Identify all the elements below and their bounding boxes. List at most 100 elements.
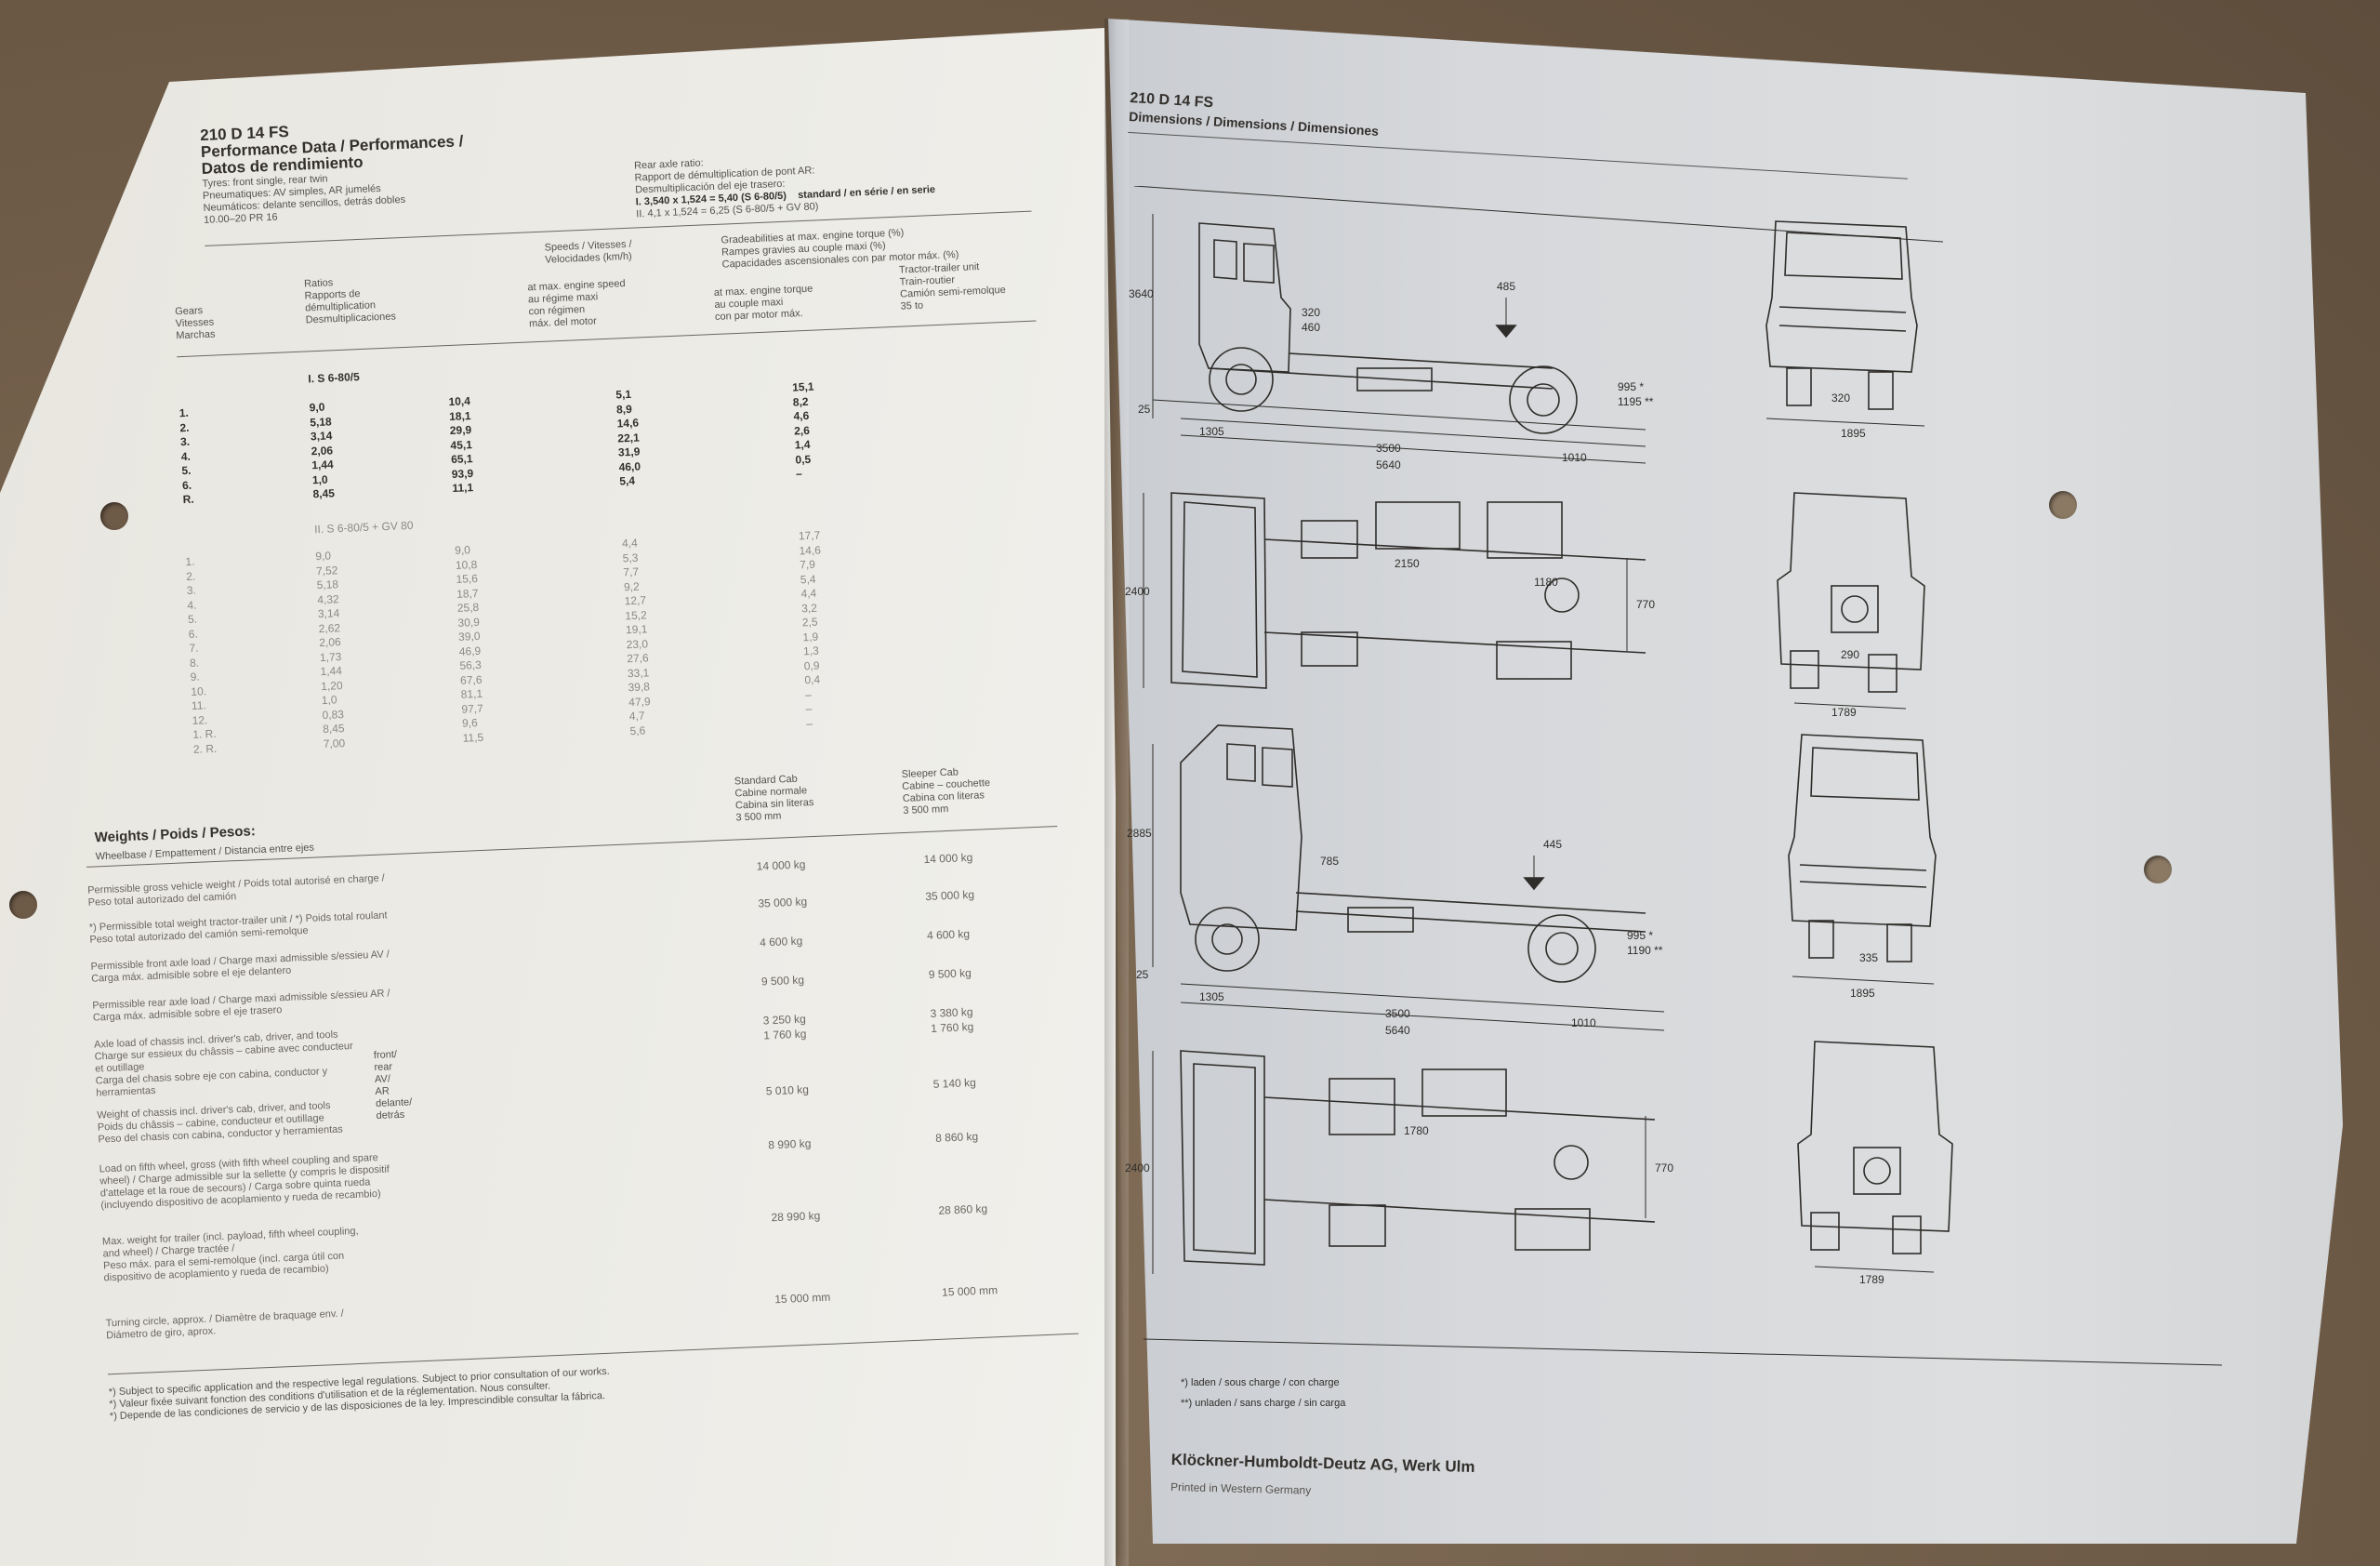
gear-number: 1. — [178, 405, 190, 420]
weight-sleeper-cab: 5 140 kg — [932, 1075, 977, 1091]
svg-text:290: 290 — [1841, 648, 1859, 661]
tractor-gradeability: 7,9 — [799, 557, 816, 572]
col-speeds: Speeds / Vitesses /Velocidades (km/h) — [544, 238, 632, 266]
speed-value: 11,1 — [452, 481, 474, 495]
gradeability-value: 47,9 — [628, 694, 651, 709]
svg-text:1190 **: 1190 ** — [1627, 944, 1663, 957]
svg-text:1195 **: 1195 ** — [1618, 395, 1654, 408]
weight-standard-cab: 9 500 kg — [760, 973, 805, 989]
weight-sleeper-cab: 28 860 kg — [938, 1201, 988, 1217]
svg-text:1895: 1895 — [1841, 427, 1866, 440]
svg-text:3500: 3500 — [1385, 1007, 1410, 1020]
gradeability-value: 8,9 — [615, 402, 633, 417]
svg-text:445: 445 — [1543, 838, 1562, 851]
punch-hole — [2144, 856, 2172, 883]
speed-value: 15,6 — [456, 571, 479, 586]
gear-ratio: 4,32 — [317, 591, 339, 606]
tractor-gradeability: 14,6 — [799, 542, 822, 557]
gear-ratio: 8,45 — [312, 486, 336, 501]
gradeability-value: 5,3 — [622, 551, 639, 564]
speed-value: 67,6 — [459, 672, 483, 687]
weight-sleeper-cab: 9 500 kg — [928, 966, 972, 981]
speed-value: 25,8 — [456, 600, 480, 615]
tractor-gradeability: – — [804, 687, 813, 701]
dimension-drawings: 3640 320 460 485 25 1305 3500 1010 5640 … — [1125, 185, 2315, 1413]
gear-number: 10. — [191, 683, 207, 698]
gear-number: 5. — [181, 463, 192, 478]
left-page — [0, 28, 1116, 1566]
speed-value: 56,3 — [459, 657, 483, 672]
svg-text:2400: 2400 — [1125, 1161, 1150, 1174]
gradeability-value: 9,2 — [623, 579, 641, 593]
svg-text:770: 770 — [1655, 1161, 1673, 1174]
tractor-gradeability: – — [795, 467, 803, 481]
gear-ratio: 2,06 — [318, 635, 341, 650]
weight-sleeper-cab: 15 000 mm — [941, 1283, 998, 1299]
svg-text:5640: 5640 — [1376, 458, 1401, 471]
gradeability-value: 5,1 — [615, 387, 632, 402]
svg-text:995 *: 995 * — [1627, 929, 1653, 942]
tractor-gradeability: 5,4 — [800, 572, 816, 586]
svg-text:1305: 1305 — [1199, 425, 1224, 438]
tractor-gradeability: 2,5 — [801, 615, 818, 630]
gear-ratio: 1,44 — [311, 458, 334, 472]
svg-text:2885: 2885 — [1127, 827, 1152, 840]
gear-number: R. — [182, 492, 194, 507]
gear-ratio: 7,00 — [323, 736, 346, 750]
speed-value: 10,4 — [448, 394, 471, 409]
svg-text:1895: 1895 — [1850, 987, 1875, 1000]
speed-value: 11,5 — [462, 730, 484, 745]
speed-value: 46,9 — [458, 644, 482, 658]
gear-ratio: 9,0 — [309, 400, 325, 415]
speed-value: 18,7 — [456, 586, 479, 601]
weight-sleeper-cab: 14 000 kg — [923, 850, 973, 867]
weight-sleeper-cab: 8 860 kg — [934, 1129, 979, 1145]
tractor-gradeability: 0,9 — [803, 658, 820, 672]
gear-number: 2. R. — [192, 741, 218, 756]
svg-text:460: 460 — [1302, 321, 1320, 334]
front-view-sleeper-cab — [1788, 734, 1937, 985]
speed-value: 18,1 — [448, 408, 471, 423]
svg-text:335: 335 — [1859, 951, 1878, 964]
rear-axle-ratio: Rear axle ratio:Rapport de démultiplicat… — [633, 157, 936, 220]
svg-text:785: 785 — [1320, 855, 1339, 868]
svg-text:320: 320 — [1302, 306, 1320, 319]
right-page — [1108, 19, 2343, 1544]
gear-ratio: 3,14 — [310, 429, 333, 444]
gear-ratio: 2,62 — [318, 620, 341, 635]
weight-sleeper-cab: 4 600 kg — [926, 927, 971, 943]
svg-text:3500: 3500 — [1376, 442, 1401, 455]
weight-standard-cab: 35 000 kg — [758, 895, 808, 910]
tractor-gradeability: 8,2 — [792, 394, 809, 409]
punch-hole — [9, 891, 37, 919]
weight-standard-cab: 5 010 kg — [765, 1082, 810, 1098]
gear-ratio: 9,0 — [315, 549, 332, 564]
gear-ratio: 1,73 — [319, 649, 342, 664]
svg-text:1789: 1789 — [1859, 1273, 1884, 1286]
svg-text:1010: 1010 — [1562, 451, 1587, 464]
gradeability-value: 5,4 — [618, 473, 636, 488]
svg-text:1789: 1789 — [1831, 706, 1857, 719]
front-view-standard-cab — [1765, 220, 1925, 427]
gradeability-value: 33,1 — [627, 665, 650, 680]
weight-standard-cab: 15 000 mm — [774, 1290, 831, 1307]
gradeability-value: 14,6 — [616, 416, 640, 431]
svg-text:25: 25 — [1138, 403, 1151, 416]
page-fold — [1104, 19, 1129, 1566]
gear-number: 9. — [190, 670, 200, 683]
tractor-gradeability: – — [805, 702, 813, 716]
svg-text:1305: 1305 — [1199, 990, 1224, 1003]
gear-ratio: 1,44 — [320, 664, 343, 679]
tractor-gradeability: 2,6 — [793, 423, 811, 438]
dim-height-a: 3640 — [1129, 287, 1154, 300]
tractor-gradeability: – — [806, 716, 813, 730]
gear-ratio: 1,20 — [320, 678, 343, 693]
weight-sleeper-cab: 35 000 kg — [924, 887, 975, 904]
tractor-gradeability: 0,5 — [795, 452, 812, 467]
tractor-gradeability: 1,3 — [802, 644, 820, 658]
speed-value: 9,0 — [454, 543, 471, 557]
